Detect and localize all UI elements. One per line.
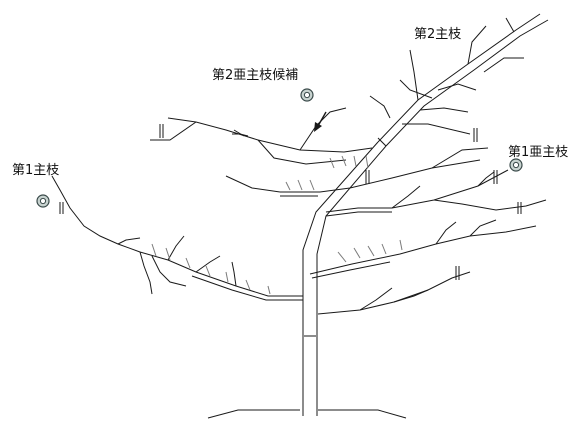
main-branch-1 bbox=[51, 175, 303, 301]
label-sub-main-branch-1: 第1亜主枝 bbox=[508, 145, 568, 160]
main-branch-2 bbox=[369, 13, 549, 147]
sub-main-branch-2-candidate bbox=[150, 107, 373, 165]
sub-main-branch-1 bbox=[325, 169, 547, 217]
label-sub-main-branch-2-candidate: 第2亜主枝候補 bbox=[212, 68, 298, 83]
direction-arrow bbox=[314, 111, 327, 132]
ground-line bbox=[207, 409, 407, 419]
lower-right-branch bbox=[309, 219, 537, 315]
middle-branch bbox=[225, 147, 489, 197]
marker-sub-main-branch-2-candidate bbox=[300, 88, 314, 102]
label-main-branch-2: 第2主枝 bbox=[414, 27, 461, 42]
marker-main-branch-1 bbox=[36, 194, 50, 208]
lateral-twigs bbox=[151, 155, 403, 295]
pruning-cut-marks bbox=[59, 124, 522, 280]
trunk bbox=[302, 141, 387, 416]
marker-sub-main-branch-1 bbox=[509, 158, 523, 172]
label-main-branch-1: 第1主枝 bbox=[12, 163, 59, 178]
